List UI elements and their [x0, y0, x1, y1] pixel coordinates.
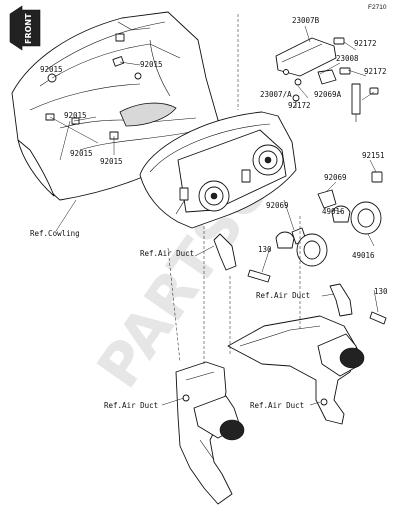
part-label-92015-e: 92015 — [40, 65, 63, 74]
part-label-92069a: 92069A — [314, 90, 342, 99]
part-label-92015-d: 92015 — [100, 157, 123, 166]
ref-label-air-duct-d: Ref.Air Duct — [250, 401, 304, 410]
duct-brackets — [213, 233, 353, 317]
part-label-92172-a: 92172 — [354, 39, 377, 48]
ref-label-air-duct-c: Ref.Air Duct — [104, 401, 158, 410]
ref-label-cowling: Ref.Cowling — [30, 229, 80, 238]
part-label-92151: 92151 — [362, 151, 385, 160]
ref-label-air-duct-a: Ref.Air Duct — [140, 249, 194, 258]
part-label-92015-c: 92015 — [70, 149, 93, 158]
part-label-23008: 23008 — [336, 54, 359, 63]
part-label-23007b: 23007B — [292, 16, 320, 25]
part-label-92015-a: 92015 — [140, 60, 163, 69]
part-label-130-b: 130 — [374, 287, 388, 296]
ref-label-air-duct-b: Ref.Air Duct — [256, 291, 310, 300]
part-label-49016-a: 49016 — [322, 207, 345, 216]
part-label-92069-b: 92069 — [266, 201, 289, 210]
reference-labels: Ref.Cowling Ref.Air Duct Ref.Air Duct Re… — [30, 229, 310, 410]
left-air-duct — [175, 361, 245, 505]
part-label-130-a: 130 — [258, 245, 272, 254]
right-air-duct — [227, 315, 365, 425]
part-number-labels: 92015 92015 92015 92015 92015 23007B 921… — [40, 16, 388, 296]
position-lamp-parts — [275, 37, 379, 122]
leader-lines — [49, 14, 379, 406]
part-label-92172-c: 92172 — [288, 101, 311, 110]
part-label-92015-b: 92015 — [64, 111, 87, 120]
part-label-92172-b: 92172 — [364, 67, 387, 76]
part-label-49016-b: 49016 — [352, 251, 375, 260]
part-label-23007a: 23007/A — [260, 90, 292, 99]
bulb-and-cover-parts — [247, 171, 387, 325]
headlight-assembly — [139, 111, 297, 229]
part-label-92069-a: 92069 — [324, 173, 347, 182]
figure-code: F2710 — [368, 4, 387, 11]
front-arrow-badge: FRONT — [9, 5, 41, 51]
front-label: FRONT — [24, 13, 33, 44]
